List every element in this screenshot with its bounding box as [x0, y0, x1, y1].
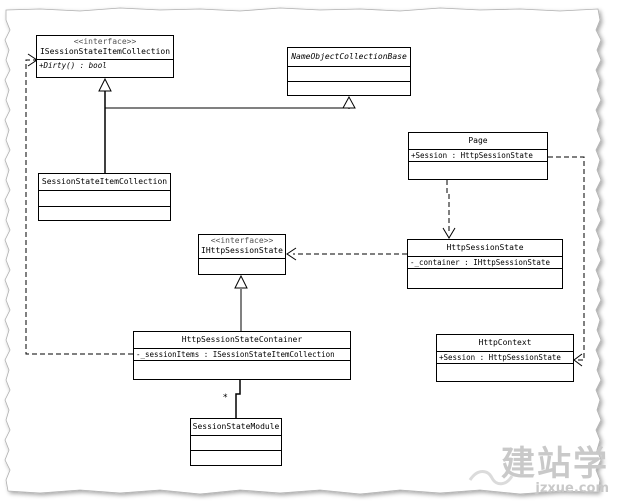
generalization-arrowhead: [98, 77, 112, 92]
class-header: HttpSessionState: [408, 240, 562, 257]
watermark: 建站学 jzxue.com: [501, 446, 609, 496]
operations-section: [39, 207, 170, 219]
operations-section: [408, 269, 562, 281]
operations-section: [134, 361, 350, 373]
class-name: ISessionStateItemCollection: [39, 47, 171, 56]
class-name: HttpSessionState: [446, 243, 524, 252]
operations-section: [199, 259, 285, 271]
watermark-chars: 建站学: [501, 444, 609, 484]
class-page[interactable]: Page +Session : HttpSessionState: [408, 132, 548, 180]
operations-section: [288, 82, 410, 94]
dependency-line: [446, 180, 450, 234]
dependency-arrowhead: [286, 247, 297, 261]
dependency-line: [548, 156, 585, 361]
attributes-section: [288, 67, 410, 82]
class-sessionstatemodule[interactable]: SessionStateModule: [190, 418, 282, 466]
class-header: <<interface>> IHttpSessionState: [199, 235, 285, 259]
generalization-arrowhead: [342, 95, 356, 109]
attribute: +Session : HttpSessionState: [411, 151, 533, 160]
attributes-section: -_container : IHttpSessionState: [408, 257, 562, 269]
attribute: +Session : HttpSessionState: [439, 353, 561, 362]
class-header: HttpContext: [437, 335, 573, 352]
realization-arrowhead: [234, 274, 248, 289]
class-name: SessionStateItemCollection: [41, 177, 168, 186]
class-name: HttpSessionStateContainer: [181, 335, 303, 344]
class-name: HttpContext: [478, 338, 532, 347]
dependency-arrowhead: [442, 227, 456, 239]
watermark-logo: [468, 470, 514, 486]
stereotype-label: <<interface>>: [73, 37, 137, 46]
class-header: <<interface>> ISessionStateItemCollectio…: [37, 36, 173, 60]
class-httpcontext[interactable]: HttpContext +Session : HttpSessionState: [436, 334, 574, 382]
class-ihttpsessionstate[interactable]: <<interface>> IHttpSessionState: [198, 234, 286, 275]
operations-section: [191, 451, 281, 463]
multiplicity-label: *: [223, 393, 228, 403]
class-sessionstateitemcollection[interactable]: SessionStateItemCollection: [38, 173, 171, 221]
class-httpsessionstate[interactable]: HttpSessionState -_container : IHttpSess…: [407, 239, 563, 289]
attributes-section: -_sessionItems : ISessionStateItemCollec…: [134, 349, 350, 361]
class-header: NameObjectCollectionBase: [288, 48, 410, 67]
association-line: [235, 380, 241, 418]
operation: +Dirty() : bool: [39, 61, 107, 70]
operations-section: [437, 364, 573, 376]
class-header: SessionStateItemCollection: [39, 174, 170, 191]
operations-section: [409, 162, 547, 174]
operations-section: +Dirty() : bool: [37, 60, 173, 71]
class-name: SessionStateModule: [192, 422, 280, 431]
stereotype-label: <<interface>>: [210, 236, 274, 245]
attributes-section: +Session : HttpSessionState: [409, 150, 547, 162]
class-isessionstateitemcollection[interactable]: <<interface>> ISessionStateItemCollectio…: [36, 35, 174, 78]
class-name: IHttpSessionState: [201, 246, 283, 255]
class-httpsessionstatecontainer[interactable]: HttpSessionStateContainer -_sessionItems…: [133, 331, 351, 380]
attributes-section: [39, 191, 170, 207]
class-header: HttpSessionStateContainer: [134, 332, 350, 349]
class-name: Page: [468, 136, 488, 145]
attributes-section: +Session : HttpSessionState: [437, 352, 573, 364]
attribute: -_sessionItems : ISessionStateItemCollec…: [136, 350, 335, 359]
class-name: NameObjectCollectionBase: [291, 52, 407, 61]
class-nameobjectcollectionbase[interactable]: NameObjectCollectionBase: [287, 47, 411, 96]
class-header: SessionStateModule: [191, 419, 281, 436]
class-header: Page: [409, 133, 547, 150]
attribute: -_container : IHttpSessionState: [410, 258, 550, 267]
dependency-arrowhead: [573, 353, 583, 367]
attributes-section: [191, 436, 281, 451]
watermark-url: jzxue.com: [535, 481, 609, 496]
